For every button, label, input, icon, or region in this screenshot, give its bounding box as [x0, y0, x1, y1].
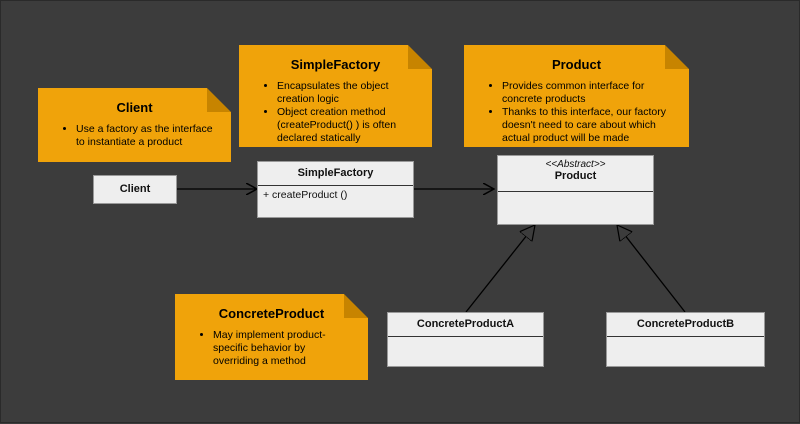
concrete-product-note-bullets: May implement product-specific behavior … [189, 329, 354, 368]
product-note-bullet: Provides common interface for concrete p… [502, 80, 675, 106]
note-fold [344, 294, 368, 318]
create-product-method: + createProduct () [263, 189, 348, 201]
concrete-product-b-name: ConcreteProductB [607, 313, 764, 337]
concrete-product-a-name: ConcreteProductA [388, 313, 543, 337]
client-note-title: Client [116, 100, 153, 115]
product-note-bullet: Thanks to this interface, our factory do… [502, 106, 675, 145]
simple-factory-class-name: SimpleFactory [258, 162, 413, 186]
concrete-product-note: ConcreteProduct May implement product-sp… [175, 294, 368, 380]
simple-factory-note-bullet: Encapsulates the object creation logic [277, 80, 418, 106]
abstract-stereotype: <<Abstract>> [545, 159, 606, 170]
concrete-product-note-title: ConcreteProduct [218, 306, 325, 321]
simple-factory-note-bullet: Object creation method (createProduct() … [277, 106, 418, 145]
client-note: Client Use a factory as the interface to… [38, 88, 231, 162]
product-class-name: Product [554, 170, 597, 182]
client-class-name: Client [119, 183, 151, 195]
concrete-product-b-class[interactable]: ConcreteProductB [606, 312, 765, 367]
note-fold [665, 45, 689, 69]
concrete-product-note-bullet: May implement product-specific behavior … [213, 329, 354, 368]
product-class-header: <<Abstract>> Product [498, 156, 653, 192]
client-note-bullet: Use a factory as the interface to instan… [76, 123, 217, 149]
client-note-bullets: Use a factory as the interface to instan… [52, 123, 217, 149]
concrete-product-a-class[interactable]: ConcreteProductA [387, 312, 544, 367]
simple-factory-note-bullets: Encapsulates the object creation logic O… [253, 80, 418, 145]
note-fold [408, 45, 432, 69]
concrete-a-inheritance-arrow [465, 225, 535, 313]
simple-factory-note: SimpleFactory Encapsulates the object cr… [239, 45, 432, 147]
simple-factory-note-title: SimpleFactory [290, 57, 381, 72]
product-note-bullets: Provides common interface for concrete p… [478, 80, 675, 145]
product-note: Product Provides common interface for co… [464, 45, 689, 147]
client-class[interactable]: Client [93, 175, 177, 204]
product-note-title: Product [551, 57, 602, 72]
simple-factory-class[interactable]: SimpleFactory + createProduct () [257, 161, 414, 218]
note-fold [207, 88, 231, 112]
concrete-b-inheritance-arrow [617, 225, 686, 313]
product-class[interactable]: <<Abstract>> Product [497, 155, 654, 225]
